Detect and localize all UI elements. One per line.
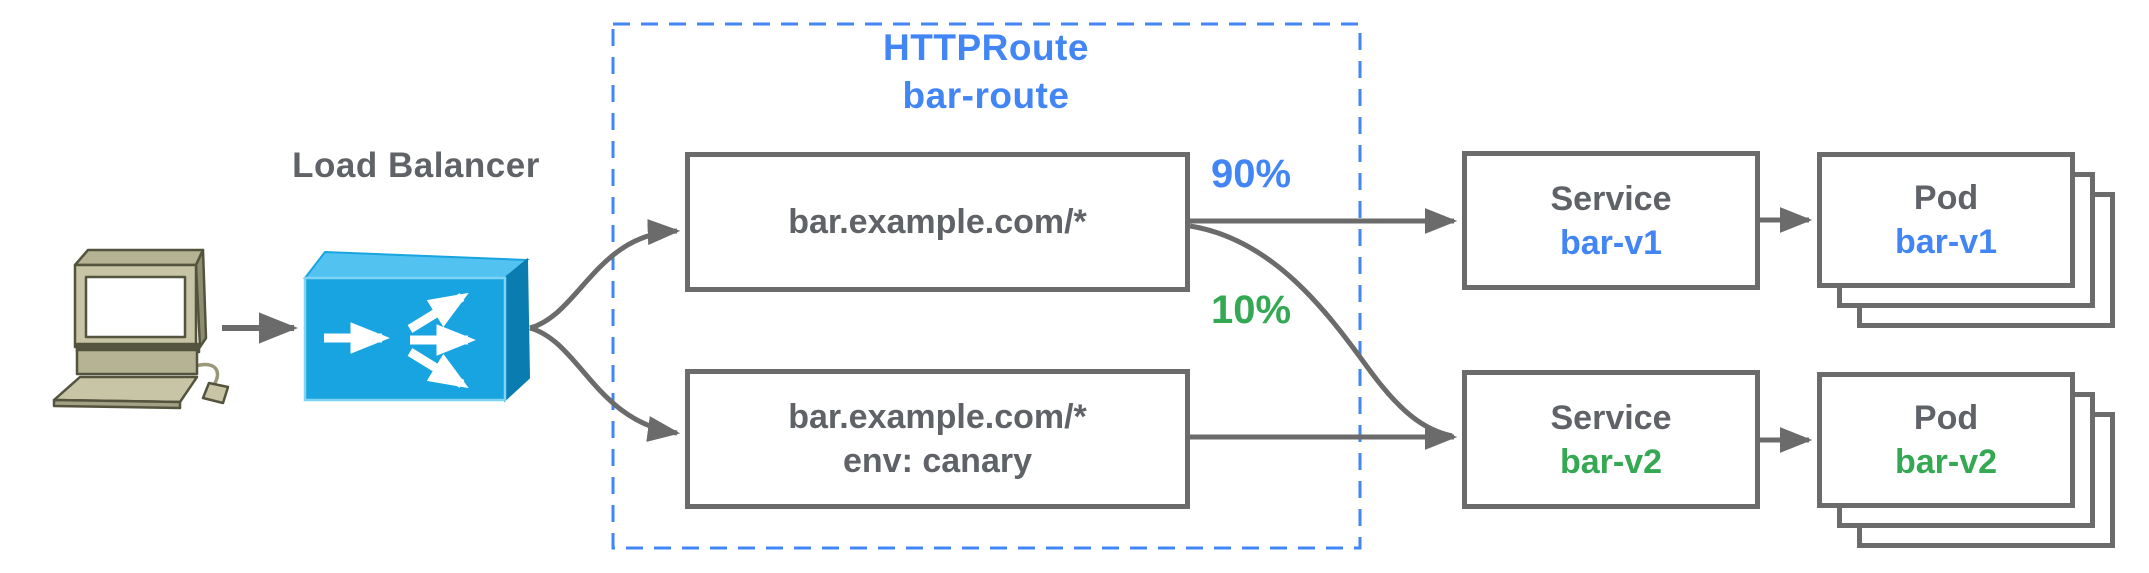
service-kind-label: Service <box>1550 398 1672 437</box>
service-bar-v2-node: Service bar-v2 <box>1462 370 1760 509</box>
pod-bar-v2-stack: Pod bar-v2 <box>1817 372 2115 552</box>
service-bar-v1-node: Service bar-v1 <box>1462 151 1760 290</box>
curve-rule1-to-service-v2 <box>1189 223 1453 439</box>
rule-header-match-text: env: canary <box>843 442 1032 480</box>
httproute-dashed-boundary <box>611 22 1362 550</box>
httproute-name: bar-route <box>902 75 1070 116</box>
arrow-lb-to-rule1 <box>529 219 681 331</box>
pod-kind-label: Pod <box>1913 399 1979 437</box>
service-name-label: bar-v1 <box>1559 223 1663 262</box>
service-kind-label: Service <box>1550 179 1672 218</box>
rule-match-text: bar.example.com/* <box>788 203 1087 241</box>
load-balancer-3d-icon <box>302 250 531 403</box>
service-name-label: bar-v2 <box>1559 442 1663 481</box>
route-rule-bar-example: bar.example.com/* <box>685 152 1190 292</box>
pod-name-label: bar-v2 <box>1894 443 1998 481</box>
traffic-weight-90: 90% <box>1211 152 1292 196</box>
rule-match-text: bar.example.com/* <box>788 398 1087 436</box>
pod-bar-v2-node: Pod bar-v2 <box>1817 372 2075 508</box>
traffic-weight-10: 10% <box>1211 288 1292 332</box>
arrow-lb-to-rule2 <box>529 325 681 442</box>
connector-lines <box>222 207 1813 453</box>
pod-bar-v1-stack: Pod bar-v1 <box>1817 152 2115 332</box>
desktop-computer-icon <box>52 248 230 410</box>
route-rule-bar-example-canary: bar.example.com/* env: canary <box>685 369 1190 509</box>
httproute-kind: HTTPRoute <box>883 27 1089 68</box>
httproute-title: HTTPRoute bar-route <box>786 24 1186 120</box>
pod-kind-label: Pod <box>1913 179 1979 217</box>
pod-name-label: bar-v1 <box>1894 223 1998 261</box>
pod-bar-v1-node: Pod bar-v1 <box>1817 152 2075 288</box>
load-balancer-label: Load Balancer <box>292 146 540 185</box>
